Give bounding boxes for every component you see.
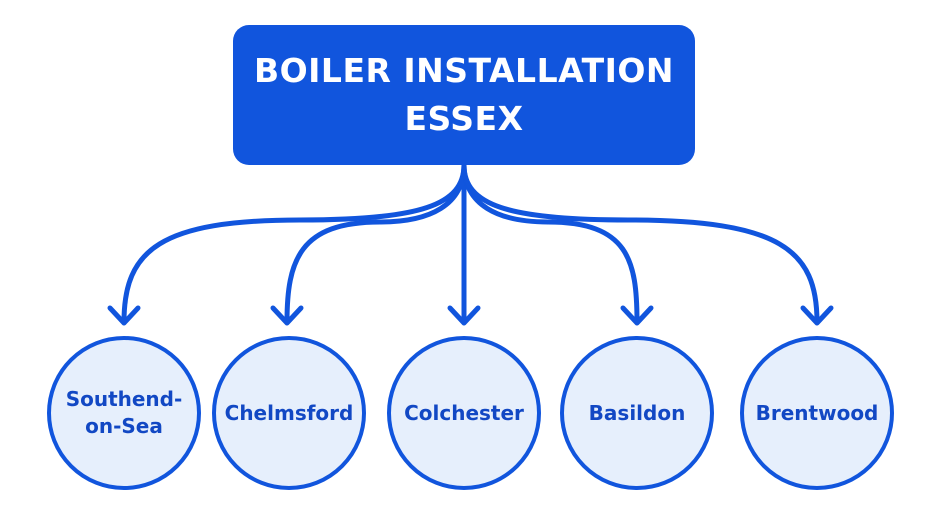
connector-southend (121, 162, 467, 325)
location-node-basildon: Basildon (560, 336, 714, 490)
arrowhead-colchester (447, 305, 481, 326)
connector-basildon (461, 162, 640, 325)
connector-chelmsford (284, 162, 467, 325)
arrowhead-basildon (620, 305, 654, 326)
root-title-line-2: ESSEX (404, 99, 524, 138)
root-title-line-1: BOILER INSTALLATION (253, 51, 675, 90)
connector-brentwood (461, 162, 820, 325)
location-label: Chelmsford (224, 400, 354, 425)
location-label: Colchester (404, 400, 524, 425)
location-label: Basildon (588, 400, 686, 425)
location-label: Brentwood (755, 400, 879, 425)
location-node-chelmsford: Chelmsford (212, 336, 366, 490)
location-node-southend-on-sea: Southend- on-Sea (47, 336, 201, 490)
location-label: Southend- on-Sea (65, 387, 183, 438)
root-node: BOILER INSTALLATION ESSEX (233, 25, 695, 165)
location-node-colchester: Colchester (387, 336, 541, 490)
arrowhead-brentwood (800, 305, 834, 326)
arrowhead-chelmsford (270, 305, 304, 326)
location-node-brentwood: Brentwood (740, 336, 894, 490)
arrowhead-southend (107, 305, 141, 326)
